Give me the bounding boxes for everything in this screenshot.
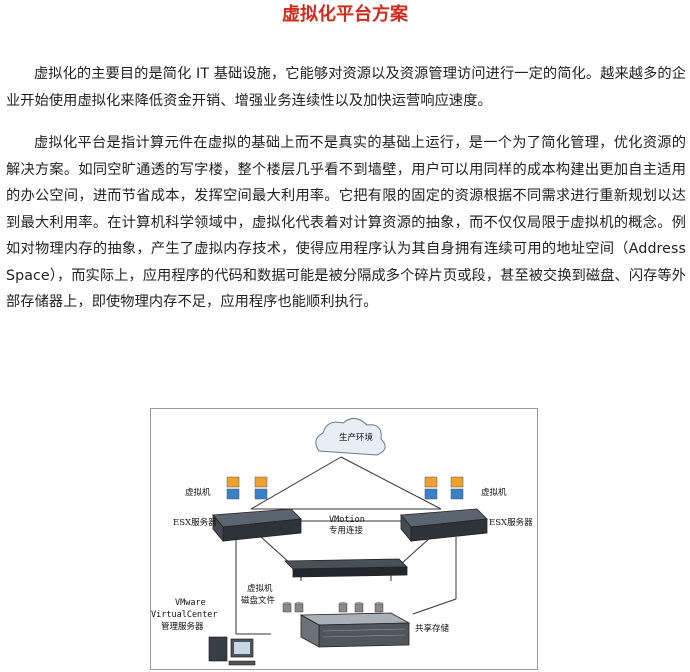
vc-label-line3: 管理服务器 bbox=[161, 621, 204, 632]
esx-left-label: ESX服务器 bbox=[173, 517, 217, 528]
esx-server-right-icon bbox=[400, 508, 488, 543]
esx-right-label: ESX服务器 bbox=[489, 517, 533, 528]
vm-stack-left-icon bbox=[226, 476, 268, 500]
virtualization-diagram: 生产环境 虚拟机 虚拟机 ESX服务器 ES bbox=[150, 408, 538, 670]
disk-cylinders-icon bbox=[282, 602, 384, 613]
network-switch-icon bbox=[284, 558, 408, 578]
vmotion-sublabel: 专用连接 bbox=[329, 525, 364, 536]
cloud-label: 生产环境 bbox=[339, 432, 374, 443]
disk-files-label-2: 磁盘文件 bbox=[241, 595, 276, 606]
cloud-icon bbox=[315, 418, 386, 456]
disk-files-label-1: 虚拟机 bbox=[247, 583, 273, 594]
esx-server-left-icon bbox=[212, 508, 302, 543]
page-title: 虚拟化平台方案 bbox=[282, 4, 408, 25]
shared-storage-label: 共享存储 bbox=[415, 623, 450, 634]
vm-right-label: 虚拟机 bbox=[481, 487, 507, 498]
vmotion-label: VMotion bbox=[329, 515, 365, 525]
vc-label-line2: VirtualCenter bbox=[151, 610, 218, 620]
shared-storage-icon bbox=[299, 612, 411, 648]
intro-paragraph: 虚拟化的主要目的是简化 IT 基础设施，它能够对资源以及资源管理访问进行一定的简… bbox=[6, 66, 686, 109]
management-pc-icon bbox=[208, 636, 256, 666]
vc-label-line1: VMware bbox=[175, 598, 206, 608]
vm-left-label: 虚拟机 bbox=[185, 487, 211, 498]
diagram-canvas: 生产环境 虚拟机 虚拟机 ESX服务器 ES bbox=[151, 418, 533, 666]
vm-stack-right-icon bbox=[424, 476, 464, 500]
body-paragraph: 虚拟化平台是指计算元件在虚拟的基础上而不是真实的基础上运行，是一个为了简化管理，… bbox=[6, 135, 686, 310]
